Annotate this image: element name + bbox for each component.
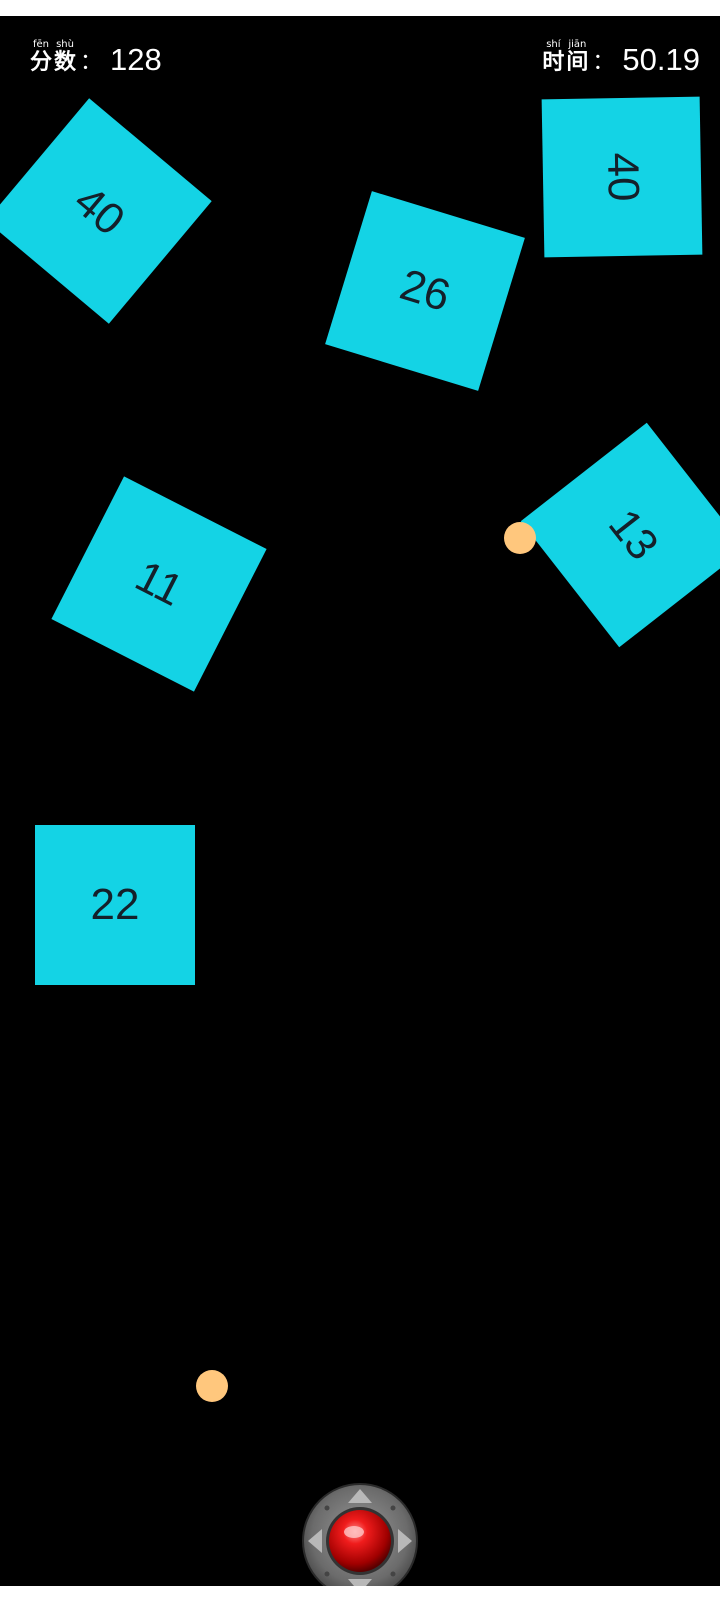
number-block: 26	[325, 191, 525, 391]
time-display: shí 时 jiān 间 ： 50.19	[542, 28, 700, 77]
time-label-char: jiān 间	[566, 39, 588, 76]
time-colon: ：	[592, 50, 615, 75]
hanzi: 间	[566, 50, 589, 75]
score-colon: ：	[80, 50, 103, 75]
block-number: 11	[127, 551, 191, 616]
joystick[interactable]	[302, 1483, 418, 1586]
pinyin: jiān	[568, 39, 587, 50]
hanzi: 分	[30, 50, 53, 75]
block-number: 40	[64, 176, 134, 246]
score-display: fēn 分 shù 数 ： 128	[30, 28, 162, 77]
joystick-icon[interactable]	[302, 1483, 418, 1586]
ball	[196, 1370, 228, 1402]
block-number: 26	[394, 259, 456, 322]
block-number: 13	[599, 500, 668, 570]
pinyin: shí	[546, 39, 561, 50]
block-number: 22	[90, 880, 140, 929]
pinyin: shù	[56, 39, 74, 50]
score-label-char: shù 数	[54, 39, 76, 76]
ball	[504, 522, 536, 554]
number-block: 40	[541, 96, 703, 258]
hanzi: 时	[542, 50, 565, 75]
number-block: 40	[0, 98, 212, 324]
score-label-char: fēn 分	[30, 39, 52, 76]
block-number: 40	[597, 152, 648, 202]
hanzi: 数	[54, 50, 77, 75]
pinyin: fēn	[33, 39, 50, 50]
score-value: 128	[110, 42, 162, 77]
time-value: 50.19	[622, 42, 700, 77]
time-label-char: shí 时	[542, 39, 564, 76]
number-block: 22	[35, 825, 195, 985]
number-block: 13	[520, 422, 720, 648]
game-area[interactable]: fēn 分 shù 数 ： 128 shí 时 jiān 间 ： 50.19	[0, 16, 720, 1586]
number-block: 11	[51, 476, 267, 692]
